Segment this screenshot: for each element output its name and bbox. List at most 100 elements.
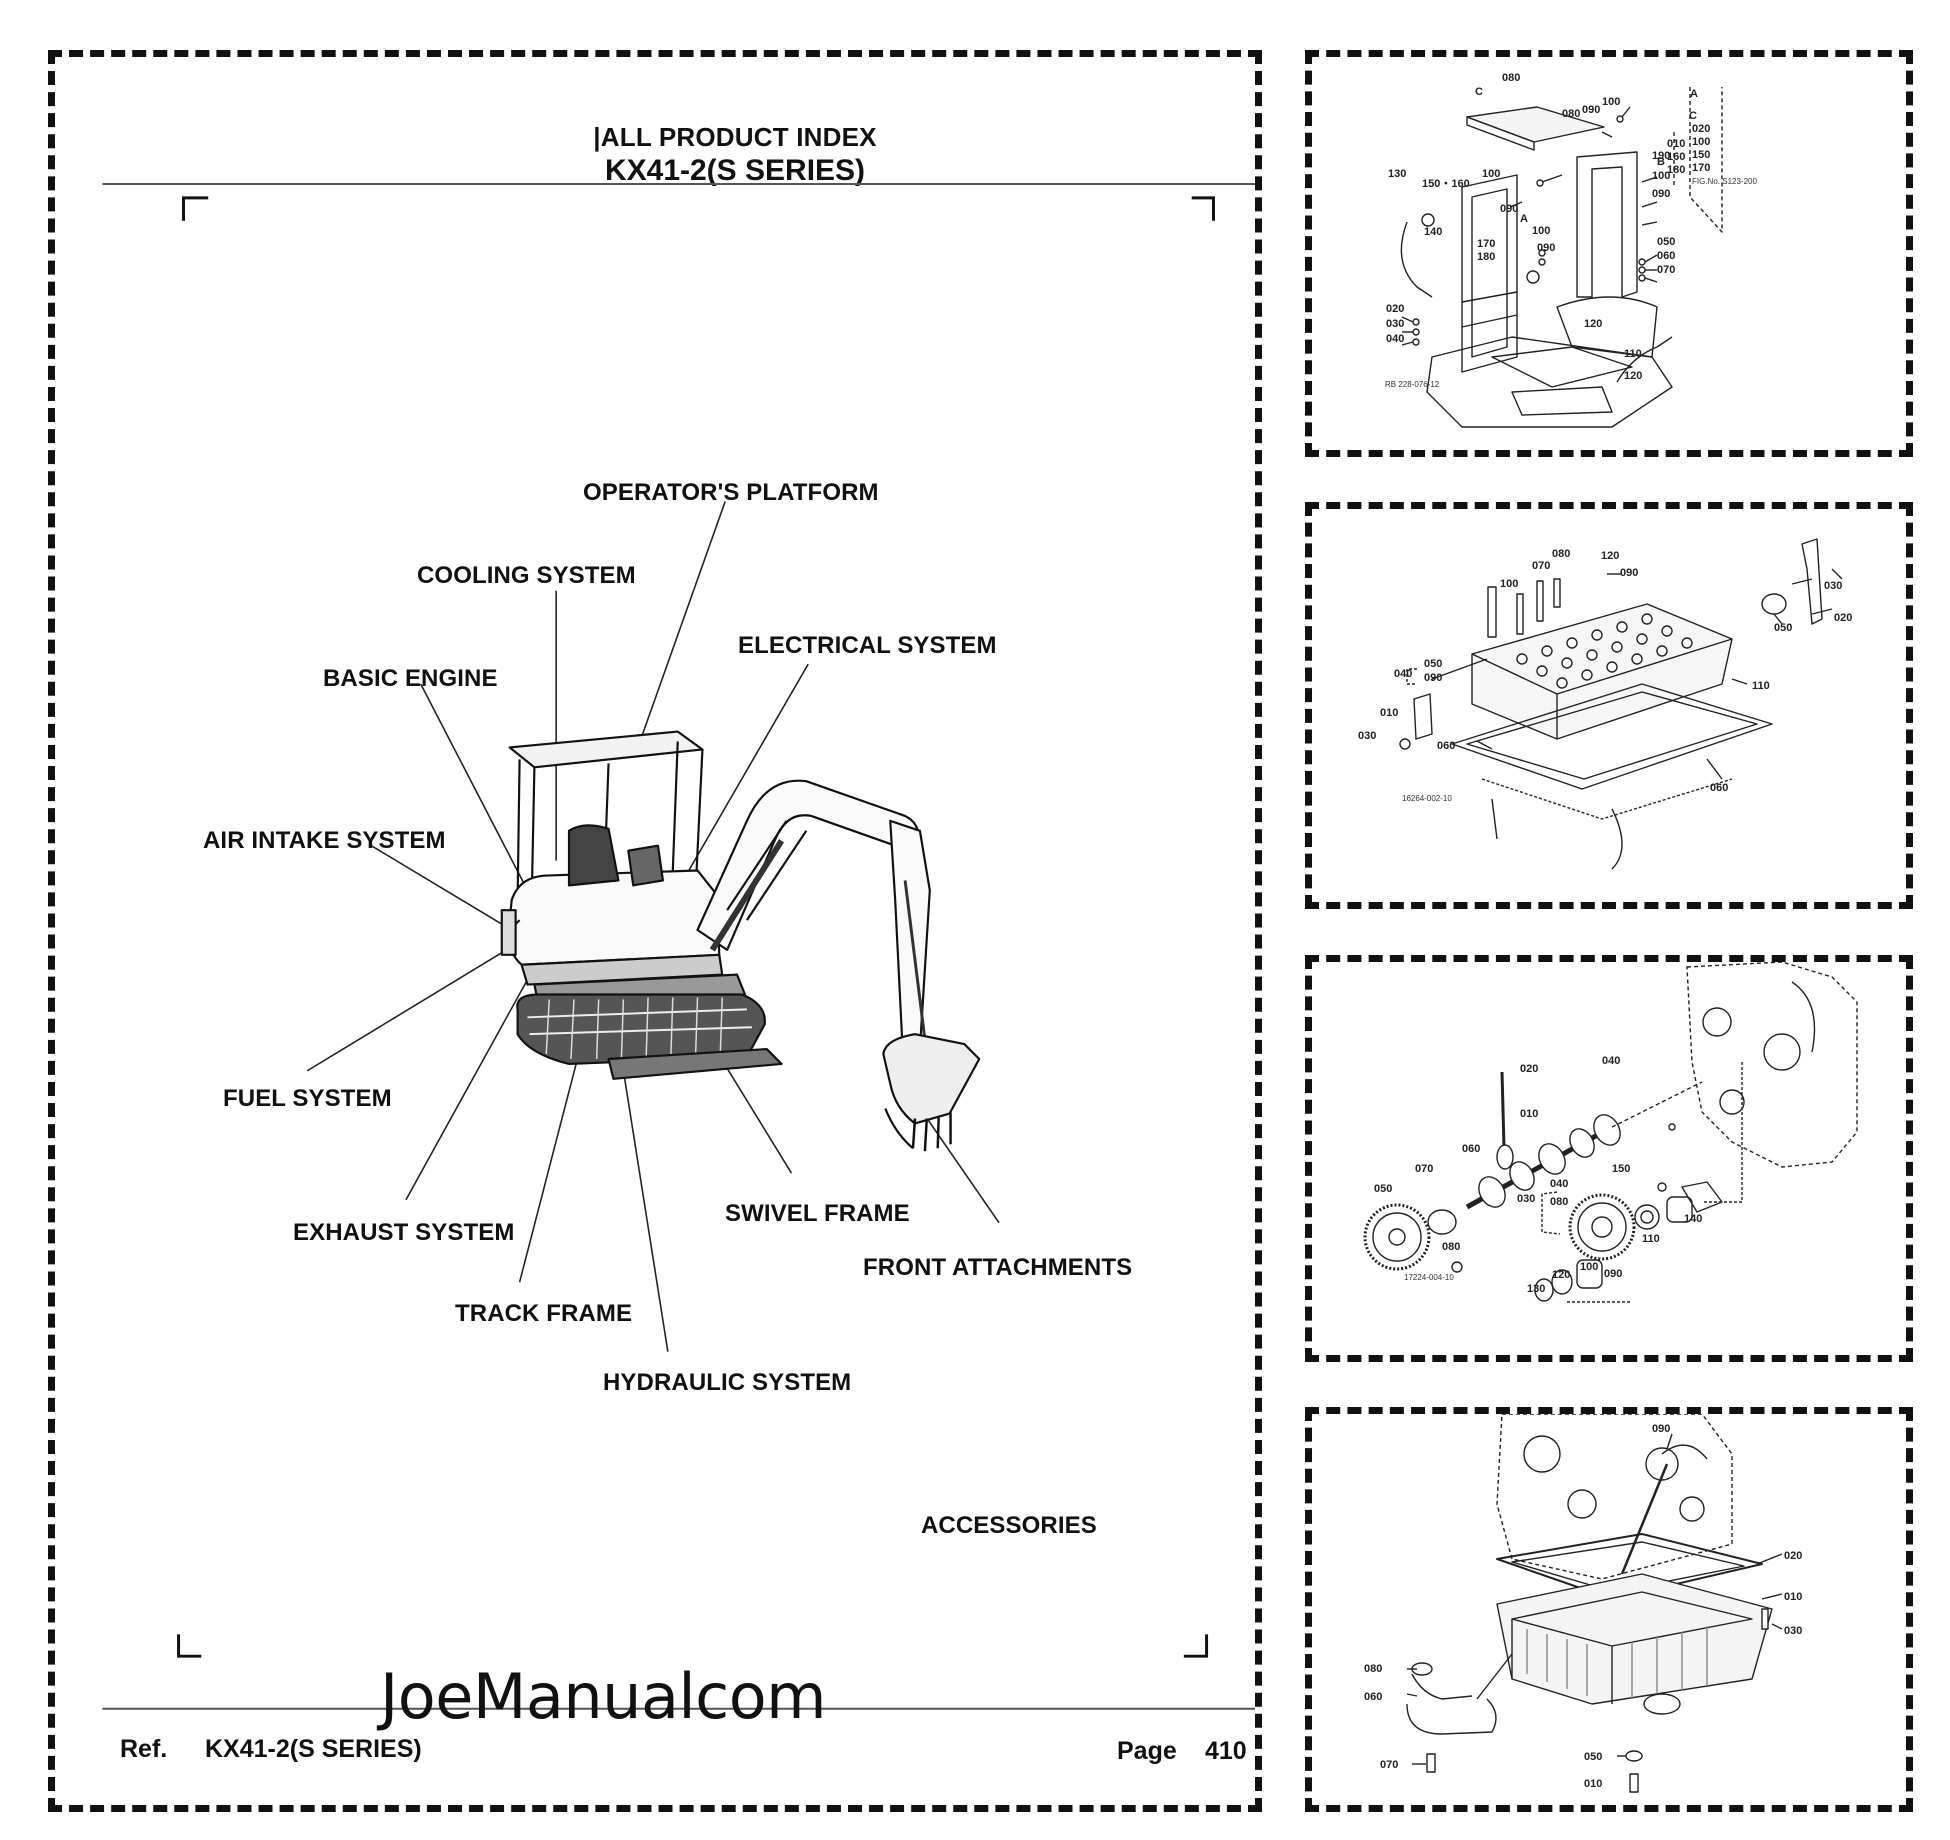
- svg-text:090: 090: [1652, 1423, 1670, 1435]
- label-front-attachments: FRONT ATTACHMENTS: [863, 1254, 1133, 1281]
- svg-text:FIG.No. S123-200: FIG.No. S123-200: [1692, 177, 1757, 186]
- svg-text:060: 060: [1437, 740, 1455, 752]
- svg-text:150: 150: [1692, 149, 1710, 161]
- label-cooling-system: COOLING SYSTEM: [417, 562, 636, 589]
- svg-text:100: 100: [1652, 170, 1670, 182]
- svg-text:040: 040: [1602, 1055, 1620, 1067]
- svg-text:100: 100: [1482, 168, 1500, 180]
- svg-text:020: 020: [1834, 612, 1852, 624]
- canopy-parts-diagram: 080 C 080 090 100 A C 020 100 010 150 19…: [1385, 72, 1757, 428]
- svg-text:080: 080: [1502, 72, 1520, 84]
- svg-text:020: 020: [1386, 303, 1404, 315]
- svg-text:C: C: [1475, 86, 1483, 98]
- svg-text:RB 228-076-12: RB 228-076-12: [1385, 380, 1440, 389]
- svg-text:120: 120: [1601, 550, 1619, 562]
- svg-text:120: 120: [1552, 1269, 1570, 1281]
- svg-text:070: 070: [1415, 1163, 1433, 1175]
- svg-text:060: 060: [1462, 1143, 1480, 1155]
- footer-page-number: 410: [1205, 1737, 1247, 1765]
- svg-text:040: 040: [1394, 668, 1412, 680]
- svg-text:090: 090: [1582, 104, 1600, 116]
- label-air-intake-system: AIR INTAKE SYSTEM: [203, 827, 446, 854]
- svg-text:050: 050: [1374, 1183, 1392, 1195]
- svg-text:180: 180: [1667, 164, 1685, 176]
- svg-text:170: 170: [1692, 162, 1710, 174]
- svg-text:060: 060: [1657, 250, 1675, 262]
- svg-text:16264-002-10: 16264-002-10: [1402, 794, 1452, 803]
- watermark: JoeManualcom: [380, 1660, 827, 1733]
- camshaft-parts-diagram: 020 040 010 060 070 050 040 030 080 150 …: [1363, 962, 1858, 1303]
- svg-text:150: 150: [1612, 1163, 1630, 1175]
- svg-text:070: 070: [1657, 264, 1675, 276]
- svg-text:140: 140: [1684, 1213, 1702, 1225]
- label-electrical-system: ELECTRICAL SYSTEM: [738, 632, 997, 659]
- svg-text:040: 040: [1386, 333, 1404, 345]
- svg-text:070: 070: [1380, 1759, 1398, 1771]
- svg-text:030: 030: [1824, 580, 1842, 592]
- svg-text:100: 100: [1602, 96, 1620, 108]
- main-document-page: |ALL PRODUCT INDEX KX41-2(S SERIES): [48, 50, 1262, 1812]
- svg-text:010: 010: [1584, 1778, 1602, 1790]
- svg-text:160: 160: [1667, 151, 1685, 163]
- footer-ref-model: KX41-2(S SERIES): [205, 1735, 422, 1763]
- svg-text:120: 120: [1584, 318, 1602, 330]
- svg-text:140: 140: [1424, 226, 1442, 238]
- svg-text:020: 020: [1520, 1063, 1538, 1075]
- svg-text:080: 080: [1550, 1196, 1568, 1208]
- svg-text:120: 120: [1624, 370, 1642, 382]
- label-swivel-frame: SWIVEL FRAME: [725, 1200, 910, 1227]
- svg-text:030: 030: [1358, 730, 1376, 742]
- svg-text:090: 090: [1604, 1268, 1622, 1280]
- label-exhaust-system: EXHAUST SYSTEM: [293, 1219, 515, 1246]
- thumbnail-operators-platform[interactable]: 080 C 080 090 100 A C 020 100 010 150 19…: [1305, 50, 1913, 457]
- svg-text:100: 100: [1500, 578, 1518, 590]
- svg-text:080: 080: [1552, 548, 1570, 560]
- model-title: KX41-2(S SERIES): [604, 154, 866, 187]
- footer-page-label: Page: [1117, 1737, 1177, 1765]
- svg-text:A: A: [1520, 213, 1528, 225]
- svg-text:010: 010: [1667, 138, 1685, 150]
- svg-text:080: 080: [1562, 108, 1580, 120]
- footer-ref-label: Ref.: [120, 1735, 168, 1763]
- svg-text:110: 110: [1642, 1233, 1660, 1245]
- svg-text:170: 170: [1477, 238, 1495, 250]
- svg-text:020: 020: [1692, 123, 1710, 135]
- svg-text:B: B: [1657, 156, 1665, 168]
- svg-text:070: 070: [1532, 560, 1550, 572]
- svg-text:100: 100: [1580, 1261, 1598, 1273]
- label-fuel-system: FUEL SYSTEM: [223, 1085, 392, 1112]
- label-operators-platform: OPERATOR'S PLATFORM: [583, 479, 879, 506]
- svg-text:030: 030: [1386, 318, 1404, 330]
- svg-text:A: A: [1690, 88, 1698, 100]
- svg-text:090: 090: [1424, 672, 1442, 684]
- thumbnail-cylinder-head[interactable]: 080 120 070 090 030 100 050 020 050 040 …: [1305, 502, 1913, 909]
- svg-text:090: 090: [1620, 567, 1638, 579]
- svg-text:030: 030: [1517, 1193, 1535, 1205]
- svg-text:010: 010: [1784, 1591, 1802, 1603]
- svg-text:C: C: [1689, 110, 1697, 122]
- svg-text:060: 060: [1710, 782, 1728, 794]
- svg-text:080: 080: [1442, 1241, 1460, 1253]
- excavator-illustration: [102, 182, 1255, 1710]
- svg-text:010: 010: [1520, 1108, 1538, 1120]
- label-track-frame: TRACK FRAME: [455, 1300, 633, 1327]
- svg-text:080: 080: [1364, 1663, 1382, 1675]
- svg-text:060: 060: [1364, 1691, 1382, 1703]
- label-basic-engine: BASIC ENGINE: [323, 665, 498, 692]
- label-hydraulic-system: HYDRAULIC SYSTEM: [603, 1369, 852, 1396]
- svg-text:110: 110: [1624, 348, 1642, 360]
- svg-text:190: 190: [1652, 150, 1670, 162]
- svg-text:050: 050: [1774, 622, 1792, 634]
- cylinder-head-parts-diagram: 080 120 070 090 030 100 050 020 050 040 …: [1358, 538, 1852, 870]
- svg-text:090: 090: [1652, 188, 1670, 200]
- svg-text:030: 030: [1784, 1625, 1802, 1637]
- svg-text:100: 100: [1532, 225, 1550, 237]
- oil-pan-parts-diagram: 090 020 010 030 080 060 050 070 010: [1364, 1414, 1802, 1793]
- thumbnail-camshaft[interactable]: 020 040 010 060 070 050 040 030 080 150 …: [1305, 955, 1913, 1362]
- svg-text:150・160: 150・160: [1422, 178, 1470, 190]
- svg-text:050: 050: [1657, 236, 1675, 248]
- svg-text:050: 050: [1424, 658, 1442, 670]
- svg-text:010: 010: [1380, 707, 1398, 719]
- svg-text:130: 130: [1388, 168, 1406, 180]
- thumbnail-oil-pan[interactable]: 090 020 010 030 080 060 050 070 010: [1305, 1407, 1913, 1812]
